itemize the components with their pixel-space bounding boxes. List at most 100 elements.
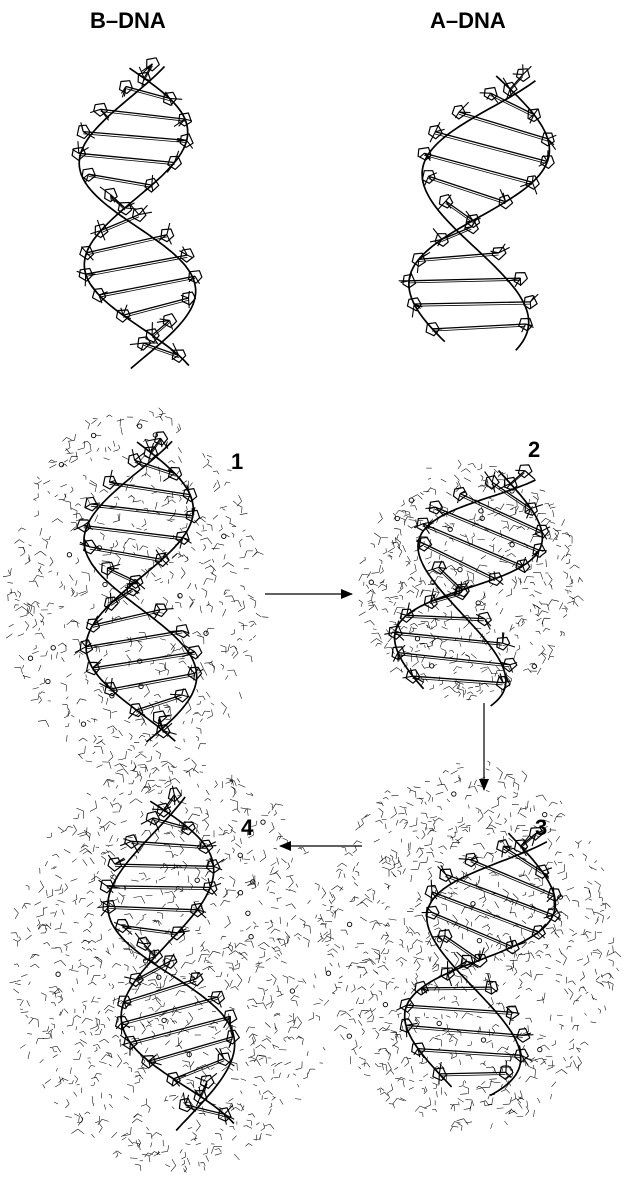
ion-marker [237, 890, 244, 896]
base-pair [445, 200, 474, 222]
base-pair [131, 843, 207, 849]
sugar-ring [79, 639, 94, 655]
bond [86, 251, 94, 254]
sugar-ring [477, 611, 492, 627]
bond [506, 483, 511, 489]
bond [524, 508, 532, 513]
ion-marker [250, 879, 256, 885]
ion-marker [237, 852, 243, 858]
base-pair [92, 611, 161, 628]
sugar-ring [129, 703, 144, 718]
bond [197, 909, 207, 913]
base-pair [418, 252, 499, 260]
bond [438, 560, 443, 568]
bond [438, 1073, 445, 1081]
panel-label-1: 1 [231, 449, 244, 474]
bond [80, 246, 88, 254]
ion-marker [382, 1001, 389, 1008]
ion-marker [509, 542, 515, 548]
helix-panel-1 [73, 431, 203, 743]
bond [83, 538, 91, 548]
backbone-strand [106, 796, 236, 1132]
bond [121, 1041, 131, 1046]
bond [219, 1048, 225, 1059]
sugar-ring [434, 233, 449, 247]
bond [151, 185, 154, 192]
base-pair [143, 63, 153, 79]
base-pair [502, 848, 542, 874]
bond [546, 150, 549, 162]
base-pair [432, 323, 526, 330]
bond [206, 1072, 218, 1082]
bond [121, 1022, 131, 1029]
bond [223, 1104, 234, 1115]
bond [184, 1094, 190, 1105]
ion-marker [58, 461, 65, 468]
bond [498, 243, 506, 254]
bond [509, 662, 518, 666]
solvent-layer [2, 407, 622, 1173]
bond [98, 879, 107, 887]
sugar-ring [528, 827, 544, 841]
bond [127, 709, 137, 719]
sugar-ring [128, 574, 144, 589]
bond [109, 481, 120, 486]
sugar-ring [167, 466, 183, 481]
base-pair [85, 256, 188, 277]
bond [541, 870, 550, 878]
base-pair [394, 633, 503, 646]
bond [109, 479, 116, 483]
bond [490, 250, 500, 254]
ion-marker [346, 1033, 352, 1039]
bond [74, 646, 87, 654]
bond [187, 297, 190, 309]
base-pair [431, 911, 513, 948]
bond [132, 588, 140, 594]
base-pair [173, 1060, 225, 1082]
bond [106, 885, 121, 889]
bond [400, 613, 407, 616]
base-pair [424, 543, 496, 580]
base-pair [122, 927, 178, 936]
bond [184, 513, 193, 517]
bond [194, 275, 201, 285]
backbone-strand [421, 80, 536, 351]
sugar-ring [428, 500, 443, 515]
bond [524, 470, 536, 480]
sugar-ring [440, 967, 455, 981]
base-pair [470, 859, 555, 896]
bond [170, 693, 182, 696]
sugar-ring [495, 675, 511, 691]
base-pair [100, 108, 186, 120]
sugar-ring [93, 102, 108, 117]
ion-marker [186, 1051, 192, 1058]
bond [423, 152, 431, 161]
panel-label-2: 2 [528, 437, 541, 462]
base-pair [110, 672, 195, 690]
bond [161, 551, 167, 560]
bond [431, 935, 445, 938]
bond [80, 640, 87, 648]
sugar-ring [187, 666, 203, 681]
bond [151, 334, 159, 345]
bond [193, 673, 196, 681]
bond [77, 141, 80, 154]
base-pair [424, 152, 533, 183]
sugar-ring [547, 888, 562, 902]
base-pair [83, 527, 183, 541]
bond [505, 1072, 512, 1079]
backbone-strand [120, 800, 235, 1125]
base-pair [107, 569, 137, 584]
bond [100, 230, 106, 241]
sugar-ring [171, 349, 187, 363]
bond [177, 930, 190, 934]
bond [173, 118, 186, 128]
bond [428, 175, 433, 182]
bond [144, 439, 152, 453]
bond [186, 140, 194, 149]
base-pair [99, 278, 196, 298]
bond [92, 615, 99, 626]
bond [417, 1048, 425, 1059]
bond [163, 806, 172, 811]
base-pair [110, 675, 195, 692]
